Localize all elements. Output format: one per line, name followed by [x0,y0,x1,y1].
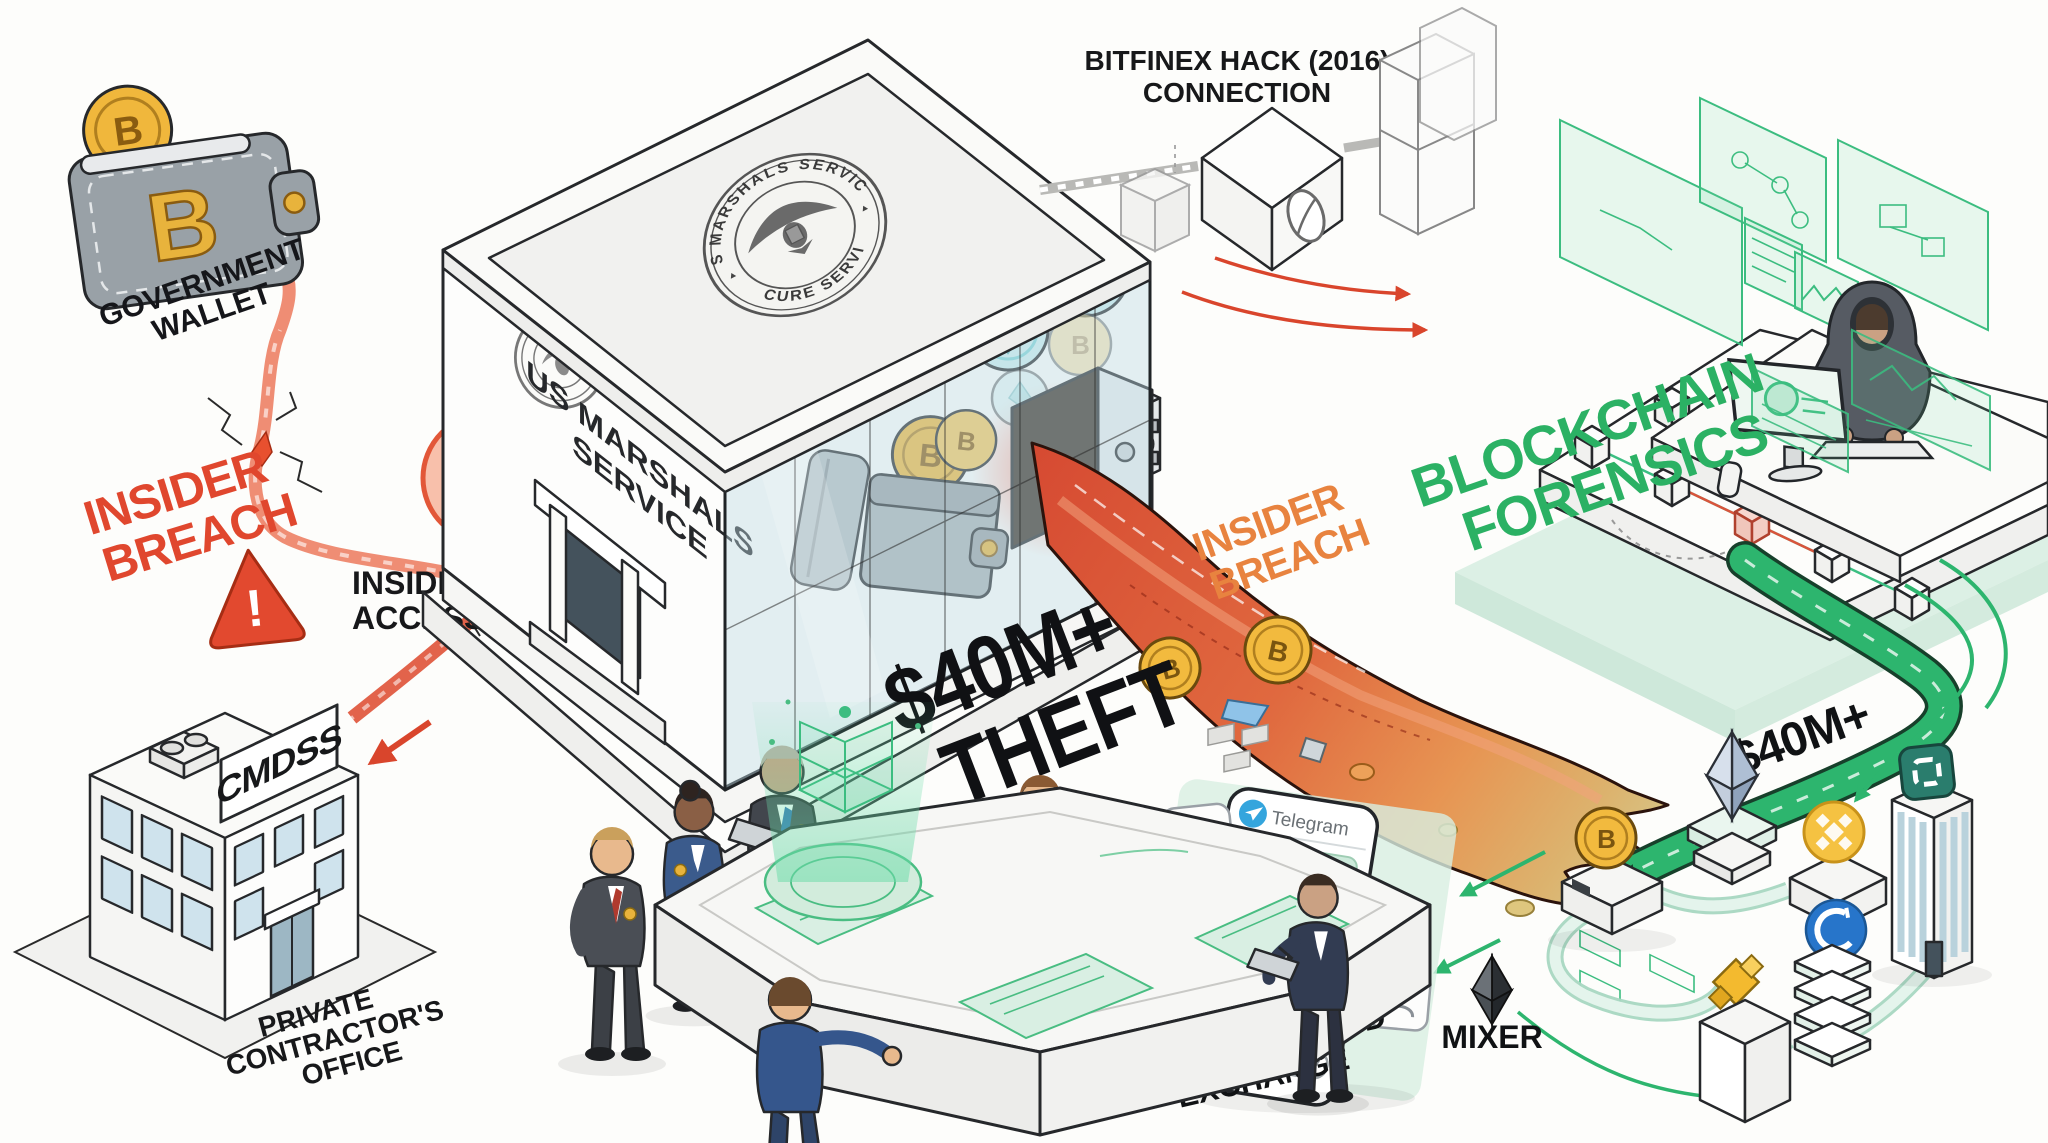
binance-diamond-icon [1707,953,1765,1011]
warning-icon: ! [209,548,306,650]
exchange-node [1788,800,1888,962]
forensics-screen [1559,118,1743,347]
blue-suit-back [755,1021,824,1114]
insider-breach-path-left [207,250,502,592]
bitcoin-coin-icon: B [1574,806,1638,870]
gem [1220,698,1270,728]
forensics-screen [1751,366,1849,474]
forensics-screens-front [1751,328,1991,474]
investigator-figure [755,977,903,1143]
stacked-building [1793,943,1872,1068]
svg-text:B: B [111,107,145,154]
slot [1572,878,1590,898]
exchange-logo-icon [1898,743,1956,801]
wallet-bitcoin-emblem: B [141,167,224,282]
monitor-icon [1716,357,1849,498]
binance-coin-icon [1802,800,1866,864]
mixer-node: B [1548,806,1676,952]
red-flow-arrow [1214,256,1412,302]
mixer-label: MIXER [1441,1019,1542,1055]
hair-bun [679,779,702,802]
hologram [752,699,936,922]
bitfinex-cube [1200,106,1344,272]
bitcoin-coin-icon [934,409,998,472]
ethereum-crystal-icon [1686,727,1778,886]
badge-icon [623,907,637,921]
bitcoin-coin-icon: B [1243,615,1313,685]
badge-icon [673,863,687,877]
mixer-label-group: MIXER [1441,952,1543,1055]
theft-stream: B B [1030,441,1670,917]
tube-crack [207,391,323,493]
investigator-figure [1246,873,1369,1116]
left-wall [88,773,227,1022]
bitfinex-label: BITFINEX HACK (2016) CONNECTION [1085,45,1390,108]
office-building [1698,998,1792,1124]
green-curve [1939,558,2008,710]
red-flow-arrow [1181,290,1429,338]
crack-flame [251,430,273,468]
tablet [1246,947,1300,982]
svg-text:!: ! [243,579,265,638]
svg-text:B: B [1071,330,1089,360]
entrance-portico [528,478,667,746]
exchange-buildings [1698,743,1992,1124]
phone-dock [1716,461,1743,498]
ledger [789,449,871,591]
diamond-shard [1298,736,1328,764]
server-rack [1379,6,1497,236]
keyboard-icon [1809,440,1935,460]
svg-text:B: B [956,425,977,457]
bitfinex-cluster: BITFINEX HACK (2016) CONNECTION [1039,6,1497,338]
pen [1277,945,1294,960]
forensics-cluster [1455,96,2048,1008]
mixer-eth-icon [1469,952,1515,1028]
investigation-scene [558,699,1432,1143]
connector-line [1099,848,1189,857]
holo-building-wireframe [797,706,895,814]
vault-wallet: B B [859,409,1010,599]
seal-eagle-icon [730,201,869,279]
svg-text:B: B [1597,824,1615,854]
rooftop-ac-unit [148,730,220,780]
investigator-figure [558,827,666,1076]
green-arrow [1853,583,1974,803]
svg-text:CONNECTION: CONNECTION [1143,77,1331,108]
forensics-screen [1699,96,1827,264]
bitcoin-coin-icon: B [1138,636,1202,700]
ghost-box [1118,145,1192,253]
svg-text:BITFINEX HACK (2016): BITFINEX HACK (2016) [1085,45,1390,76]
skyscraper [1872,743,1992,987]
forensics-screen [1851,328,1991,472]
